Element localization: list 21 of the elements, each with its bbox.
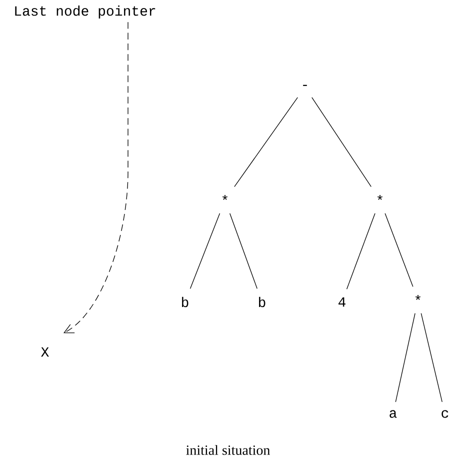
tree-branch xyxy=(395,313,416,402)
tree-branch xyxy=(312,97,372,187)
dashed-arrow xyxy=(63,22,128,334)
pointer-label: Last node pointer xyxy=(15,5,156,19)
tree-branch xyxy=(234,97,298,187)
tree-node-label: X xyxy=(41,347,49,357)
tree-node-label: * xyxy=(222,194,228,200)
tree-node-label: b xyxy=(259,296,266,308)
tree-branch xyxy=(420,313,442,402)
tree-node-label: b xyxy=(182,296,188,308)
caption: initial situation xyxy=(186,445,270,455)
tree-branch xyxy=(384,213,414,287)
tree-node-label: c xyxy=(442,410,448,418)
tree-node-label: * xyxy=(415,294,420,300)
tree-branch xyxy=(190,213,220,289)
tree-branch xyxy=(346,213,376,290)
tree-node-label: - xyxy=(303,84,307,86)
tree-node-label: * xyxy=(377,194,382,200)
tree-node-label: a xyxy=(390,410,397,418)
tree-node-label: 4 xyxy=(338,297,346,307)
tree-branch xyxy=(230,213,258,289)
